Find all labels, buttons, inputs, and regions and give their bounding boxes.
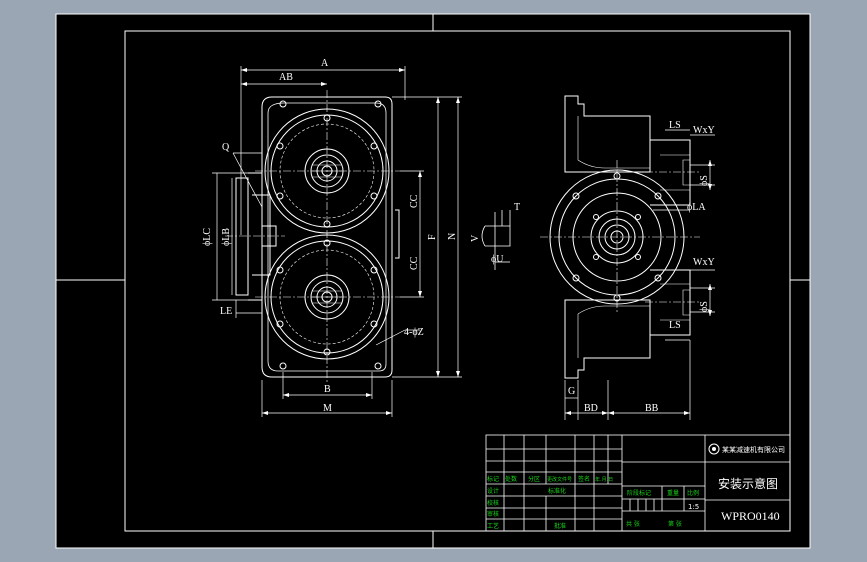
rev-header-change-doc: 更改文件号 xyxy=(547,476,572,483)
drawing-number: WPRO0140 xyxy=(721,509,780,523)
dim-wxy-bot-label: WxY xyxy=(693,257,715,268)
dim-g-label: G xyxy=(568,386,575,397)
dim-c1-label: CC xyxy=(409,194,420,208)
rev-header-count: 处数 xyxy=(505,475,517,483)
drawing-sheet xyxy=(55,13,811,549)
dim-wxy-top-label: WxY xyxy=(693,125,715,136)
side-dimension-lines xyxy=(564,129,715,420)
dim-a-label: A xyxy=(321,58,329,69)
dim-bb-label: BB xyxy=(645,403,659,414)
dim-ab-label: AB xyxy=(279,72,293,83)
dim-z-label: 4-ϕZ xyxy=(404,327,424,338)
dim-la-label: ϕLA xyxy=(687,202,706,213)
dim-s-bot-label: ϕS xyxy=(699,301,710,312)
title-block-grid xyxy=(485,434,791,532)
company-name: 某某减速机有限公司 xyxy=(722,445,785,454)
rev-header-mark: 标记 xyxy=(487,475,499,483)
dim-c2-label: CC xyxy=(409,256,420,270)
sheet-center-marks xyxy=(56,14,810,548)
dim-ls-top-label: LS xyxy=(669,120,681,131)
front-arrowheads xyxy=(241,68,460,415)
rev-header-signature: 签名 xyxy=(578,475,590,483)
dim-bd-label: BD xyxy=(584,403,598,414)
role-review: 审核 xyxy=(487,510,499,518)
dim-lc-label: ϕLC xyxy=(202,228,213,246)
side-arrowheads xyxy=(565,160,712,415)
dim-q-label: Q xyxy=(222,142,230,153)
dim-s-top-label: ϕS xyxy=(699,175,710,186)
role-check: 校核 xyxy=(487,499,499,507)
weight-label: 重量 xyxy=(667,489,679,497)
front-dimension-lines xyxy=(212,66,462,417)
approve-label: 批准 xyxy=(554,522,566,530)
sheets-label: 共 张 xyxy=(626,520,640,528)
drawing-border xyxy=(124,30,791,532)
rev-header-date: 年.月.日 xyxy=(595,476,613,483)
standardized-label: 标准化 xyxy=(548,487,566,495)
dim-f-label: F xyxy=(427,234,438,240)
dim-b-label: B xyxy=(324,384,331,395)
dim-n-label: N xyxy=(447,233,458,240)
scale-value: 1:5 xyxy=(688,503,699,511)
dim-u-label: ϕU xyxy=(491,254,504,265)
key-detail xyxy=(481,210,511,270)
role-design: 设计 xyxy=(487,487,499,495)
rev-header-zone: 分区 xyxy=(528,475,540,483)
front-centerlines xyxy=(225,90,400,384)
side-centerlines xyxy=(540,160,700,314)
dim-t-label: T xyxy=(514,202,520,213)
scale-label: 比例 xyxy=(687,489,699,497)
dim-lb-label: ϕLB xyxy=(221,228,232,246)
role-process: 工艺 xyxy=(487,522,499,530)
dim-ls-bot-label: LS xyxy=(669,320,681,331)
drawing-title: 安装示意图 xyxy=(718,476,778,491)
sheet-no-label: 第 张 xyxy=(668,520,682,528)
stage-label: 阶段标记 xyxy=(627,489,651,497)
company-logo-icon xyxy=(708,443,720,455)
dim-le-label: LE xyxy=(220,306,232,317)
dim-m-label: M xyxy=(323,403,332,414)
dim-v-label: V xyxy=(470,234,481,242)
